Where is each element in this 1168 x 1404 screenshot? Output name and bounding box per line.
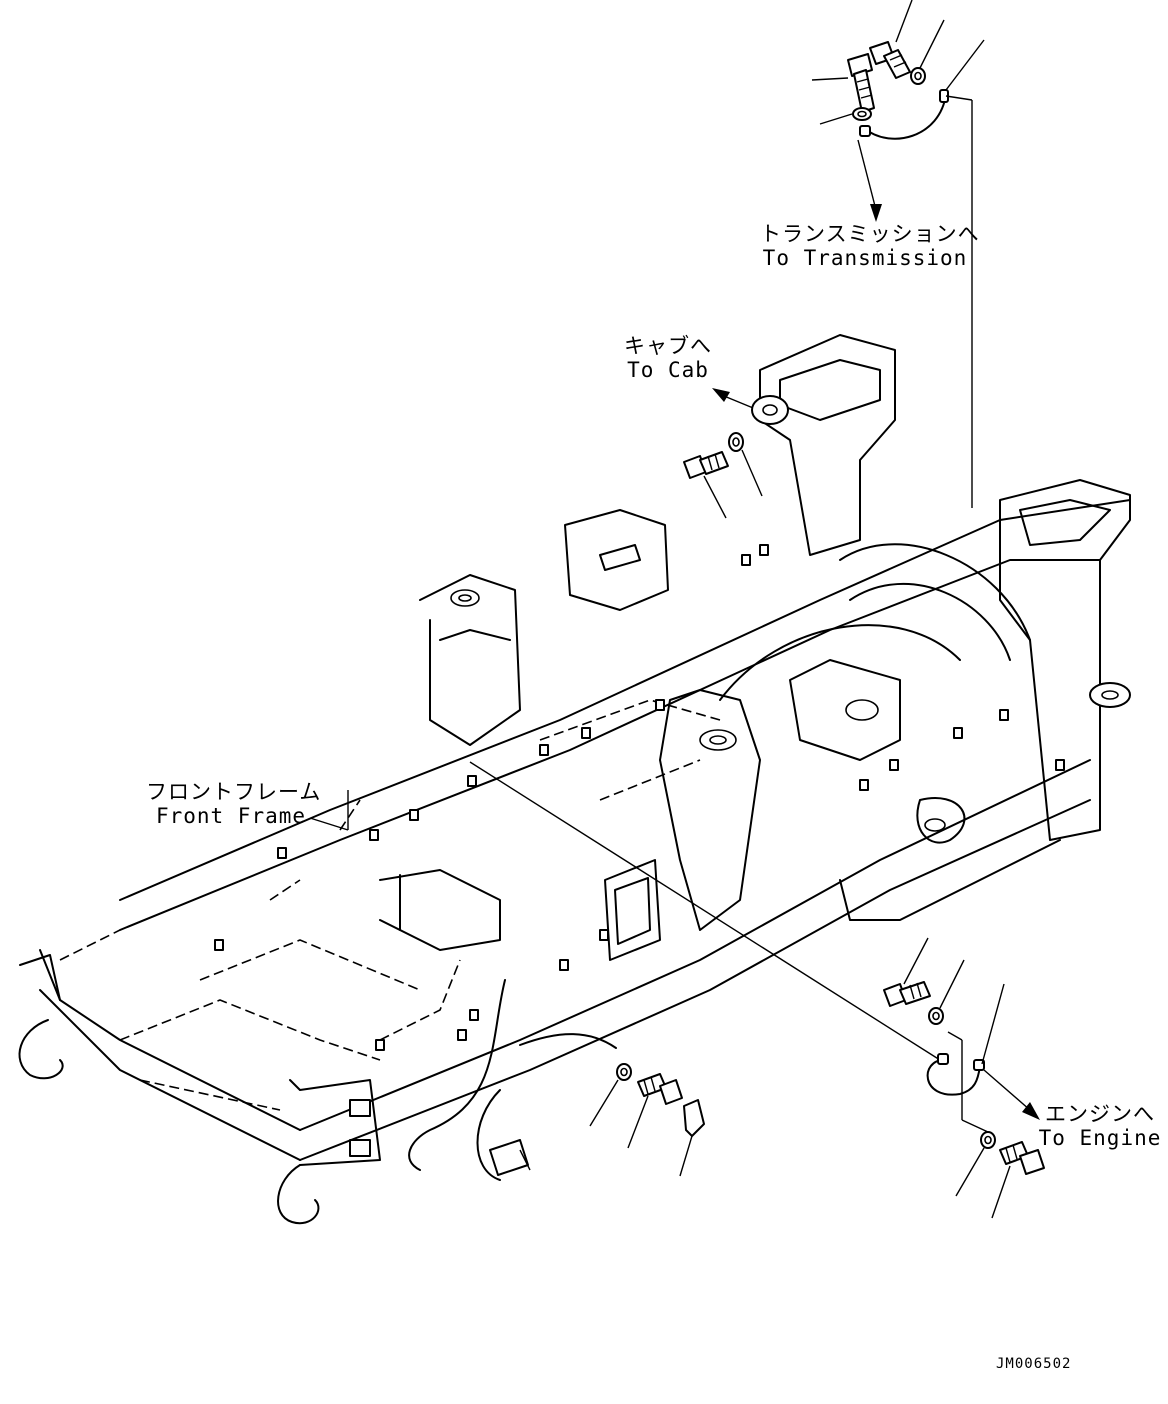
bolt-engine-upper [883, 981, 931, 1007]
bolt-top-right [869, 41, 911, 79]
cab-strap-group [683, 388, 763, 519]
washer-top [910, 67, 926, 85]
label-engine-jp: エンジンへ [1045, 1102, 1155, 1126]
label-transmission-jp: トランスミッションへ [760, 222, 980, 246]
engine-connector-line [469, 761, 941, 1061]
bolt-engine-lower [999, 1141, 1045, 1175]
tower-cab-mount [759, 334, 896, 556]
label-cab-jp: キャブへ [624, 334, 712, 358]
tower-mid [564, 509, 669, 611]
drawing-number: JM006502 [996, 1356, 1072, 1372]
label-transmission: トランスミッションへ To Transmission [760, 222, 980, 271]
washer-cab [728, 432, 744, 452]
tower-rear-right [999, 479, 1131, 841]
transmission-strap-group [811, 0, 985, 508]
bolt-cab [683, 451, 729, 479]
frame-blocks [214, 544, 1065, 1051]
label-front-frame-jp: フロントフレーム [146, 780, 322, 804]
tower-left [419, 574, 521, 746]
bolt-top-left [847, 53, 875, 113]
label-engine: エンジンへ To Engine [1038, 1102, 1162, 1150]
label-cab-en: To Cab [627, 358, 709, 383]
front-hook-right [277, 1164, 320, 1225]
washer-engine-lower [980, 1131, 996, 1149]
washer-front [616, 1063, 632, 1081]
front-hook-left [18, 1019, 64, 1080]
terminal-cap [683, 1099, 705, 1137]
label-engine-en: To Engine [1038, 1126, 1162, 1151]
label-front-frame-en: Front Frame [155, 804, 307, 829]
tower-center [659, 689, 761, 931]
washer-engine-upper [928, 1007, 944, 1025]
washer-mid [852, 107, 872, 121]
label-front-frame: フロントフレーム Front Frame [146, 780, 322, 829]
label-transmission-en: To Transmission [762, 246, 968, 271]
bolt-front [637, 1073, 683, 1105]
label-cab: キャブへ To Cab [618, 334, 718, 382]
front-harness-hardware [519, 1063, 705, 1177]
engine-strap-group [883, 937, 1045, 1219]
front-frame-body [18, 334, 1131, 1225]
ground-strap-top [863, 93, 947, 140]
ground-strap-engine [926, 1059, 981, 1096]
